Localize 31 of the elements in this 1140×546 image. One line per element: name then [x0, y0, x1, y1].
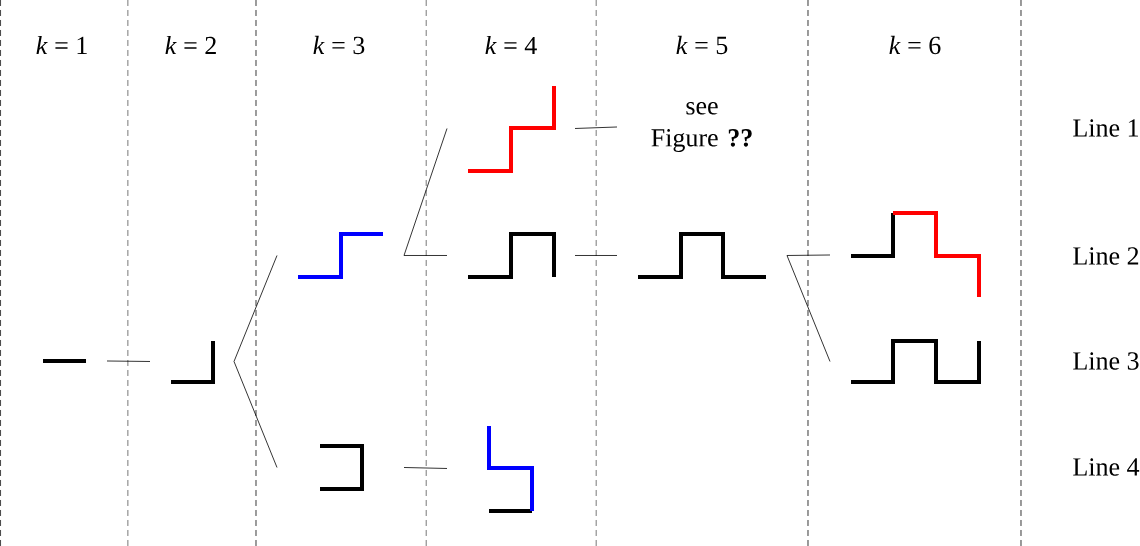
column-label: k = 4	[485, 36, 537, 54]
connector-line	[403, 467, 448, 469]
column-label: k = 5	[676, 35, 728, 55]
column-label: k = 3	[313, 35, 365, 55]
step-path	[487, 426, 534, 513]
step-path	[851, 339, 981, 384]
connector-line	[786, 254, 831, 256]
note-text: see Figure ??	[651, 102, 752, 152]
column-label: k = 2	[165, 36, 216, 54]
row-label: Line 3	[1073, 352, 1139, 370]
step-path	[320, 444, 364, 491]
column-label: k = 6	[889, 35, 941, 55]
step-path	[468, 232, 556, 279]
step-path	[468, 86, 556, 173]
connector-line	[574, 255, 618, 256]
step-path	[298, 232, 383, 279]
row-label: Line 1	[1073, 119, 1138, 137]
connector-line	[233, 361, 278, 468]
row-label: Line 2	[1073, 247, 1139, 265]
column-label: k = 1	[36, 36, 87, 54]
step-path	[851, 211, 981, 297]
connector-line	[403, 128, 448, 256]
connector-line	[106, 360, 151, 362]
connector-line	[574, 126, 618, 129]
step-path	[638, 232, 766, 279]
connector-line	[786, 255, 831, 362]
connector-line	[233, 255, 278, 362]
row-label: Line 4	[1073, 458, 1140, 476]
connector-line	[403, 255, 448, 256]
step-path	[43, 359, 86, 363]
step-path	[171, 341, 215, 384]
